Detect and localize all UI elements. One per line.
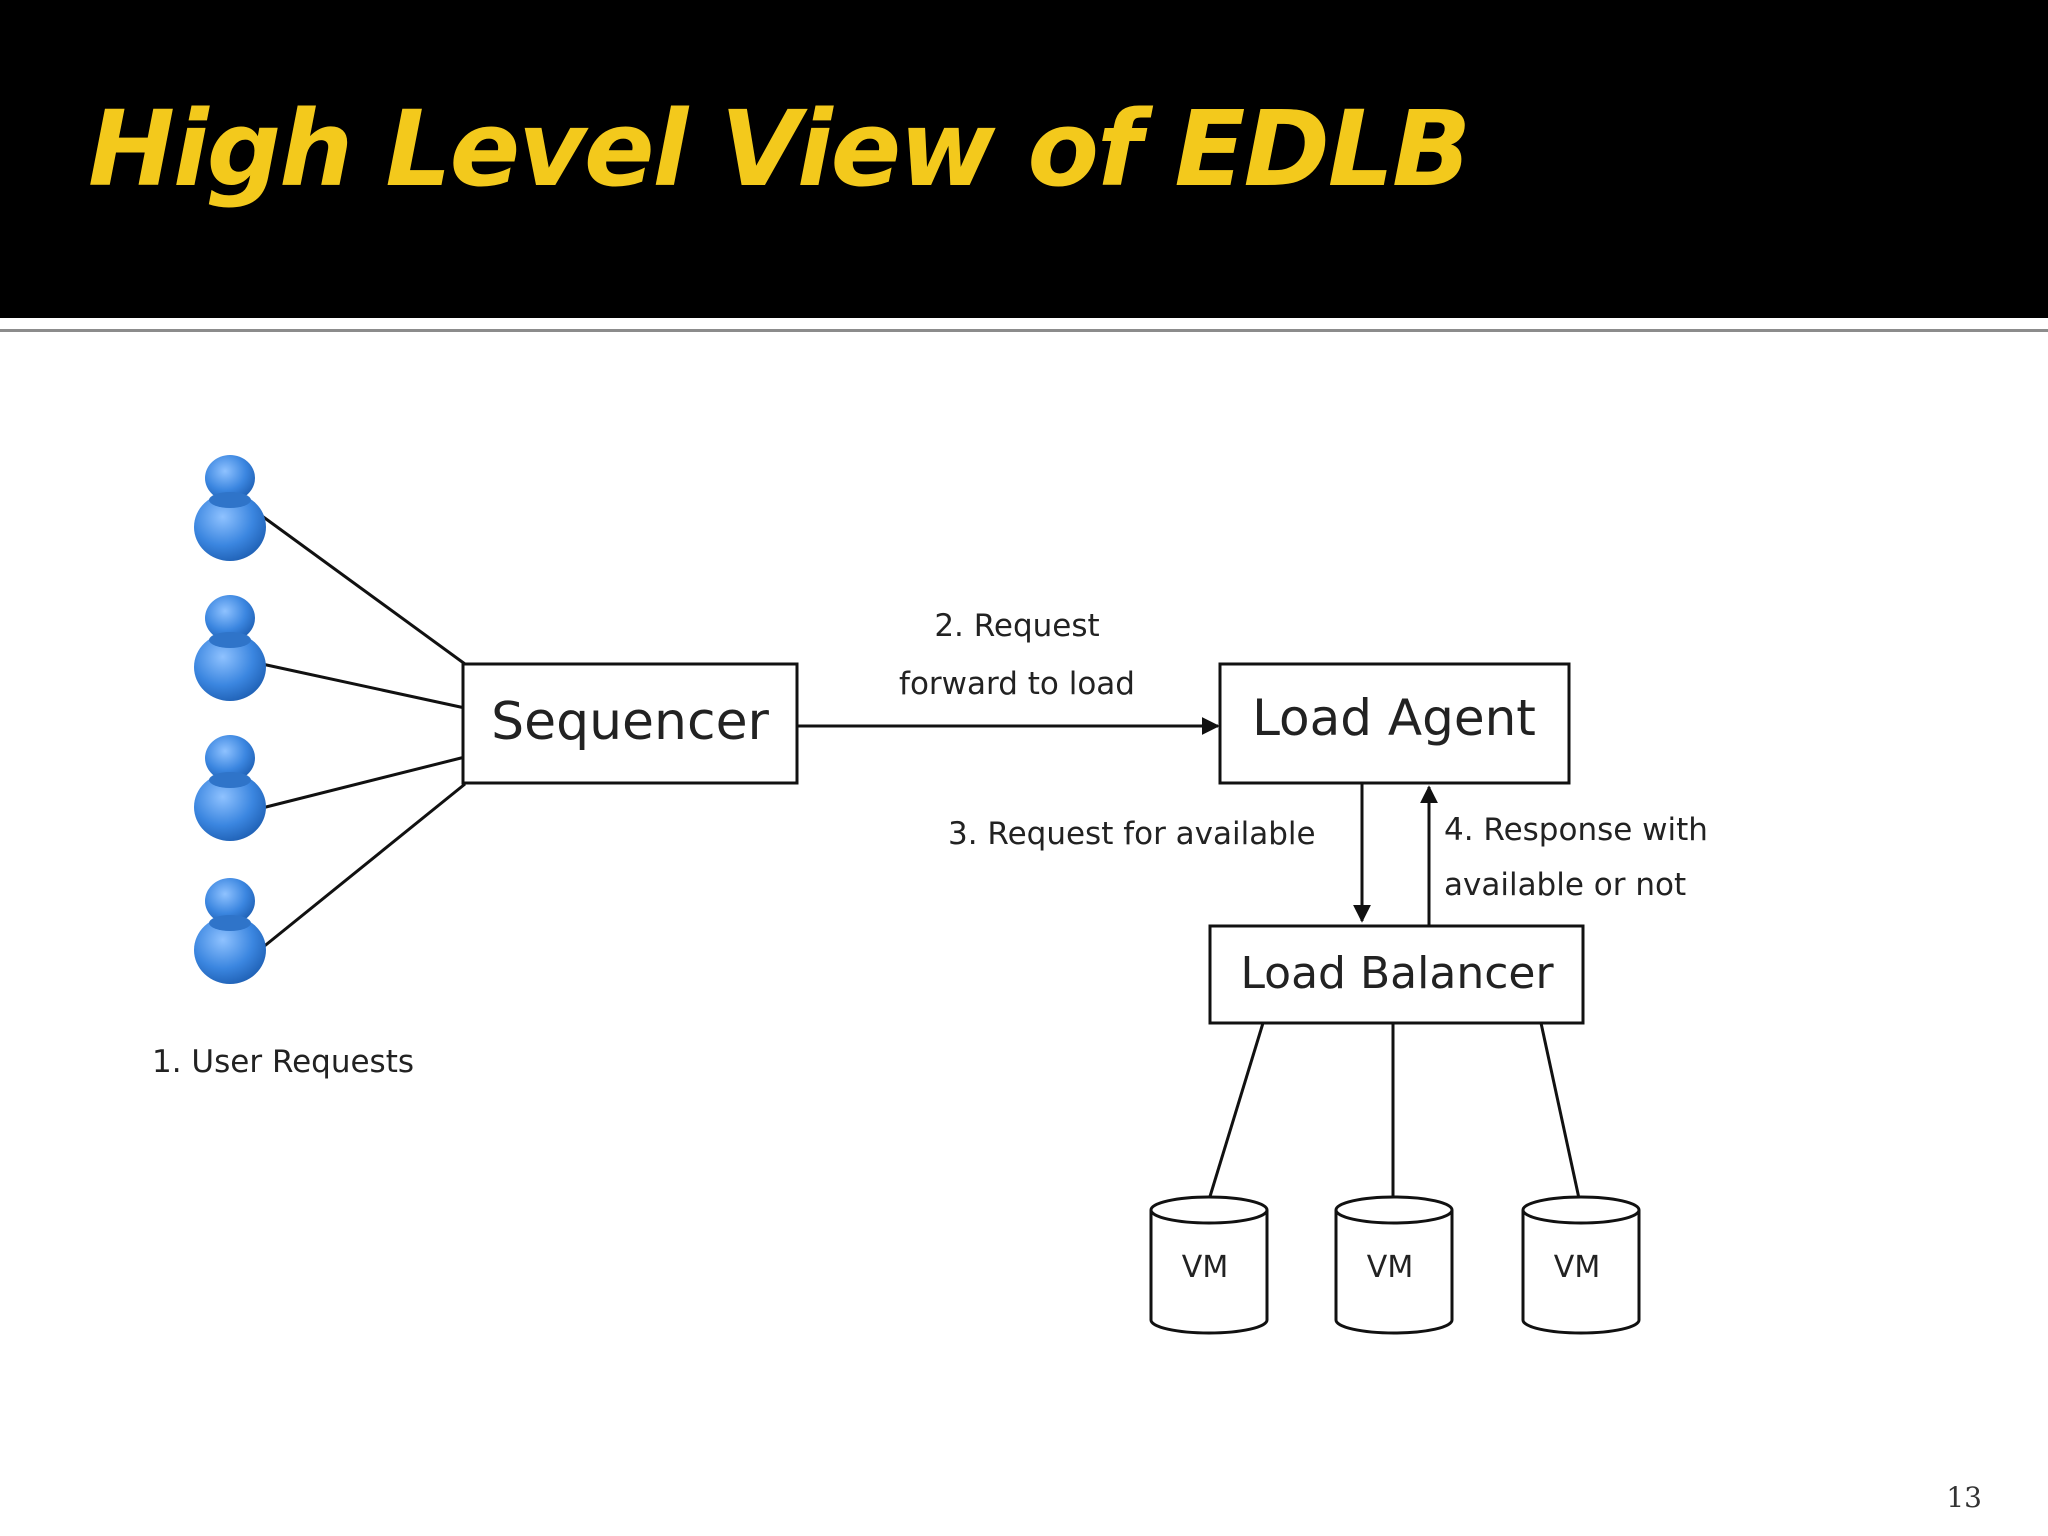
vm-line-1 [1206,1022,1265,1204]
user-icon [194,878,266,984]
vm-node: VM [1149,1195,1269,1335]
page-number: 13 [1946,1481,1982,1514]
vm-node: VM [1334,1195,1454,1335]
slide-title: High Level View of EDLB [88,88,1471,210]
title-divider [0,329,2048,332]
sequencer-node: Sequencer [461,662,799,785]
load-balancer-node: Load Balancer [1208,924,1585,1025]
user-line-2 [261,662,466,710]
user-icon [194,595,266,701]
load-agent-node: Load Agent [1218,662,1571,785]
load-balancer-label: Load Balancer [1240,948,1554,999]
user-line-3 [261,755,466,810]
step4-label-line1: 4. Response with [1444,812,1708,848]
step4-label-line2: available or not [1444,867,1686,903]
vm-node: VM [1521,1195,1641,1335]
sequencer-label: Sequencer [491,692,769,752]
title-bar: High Level View of EDLB [0,0,2048,318]
step3-label: 3. Request for available [948,816,1316,852]
user-line-4 [261,782,466,950]
step2-label-line1: 2. Request [934,608,1099,644]
user-icon [194,455,266,561]
step2-label-line2: forward to load [899,666,1135,702]
vm-label: VM [1367,1250,1413,1285]
user-line-1 [261,514,466,666]
vm-label: VM [1554,1250,1600,1285]
user-icon [194,735,266,841]
vm-line-3 [1539,1022,1582,1204]
vm-label: VM [1182,1250,1228,1285]
load-agent-label: Load Agent [1252,689,1536,747]
user-requests-label: 1. User Requests [152,1044,414,1080]
